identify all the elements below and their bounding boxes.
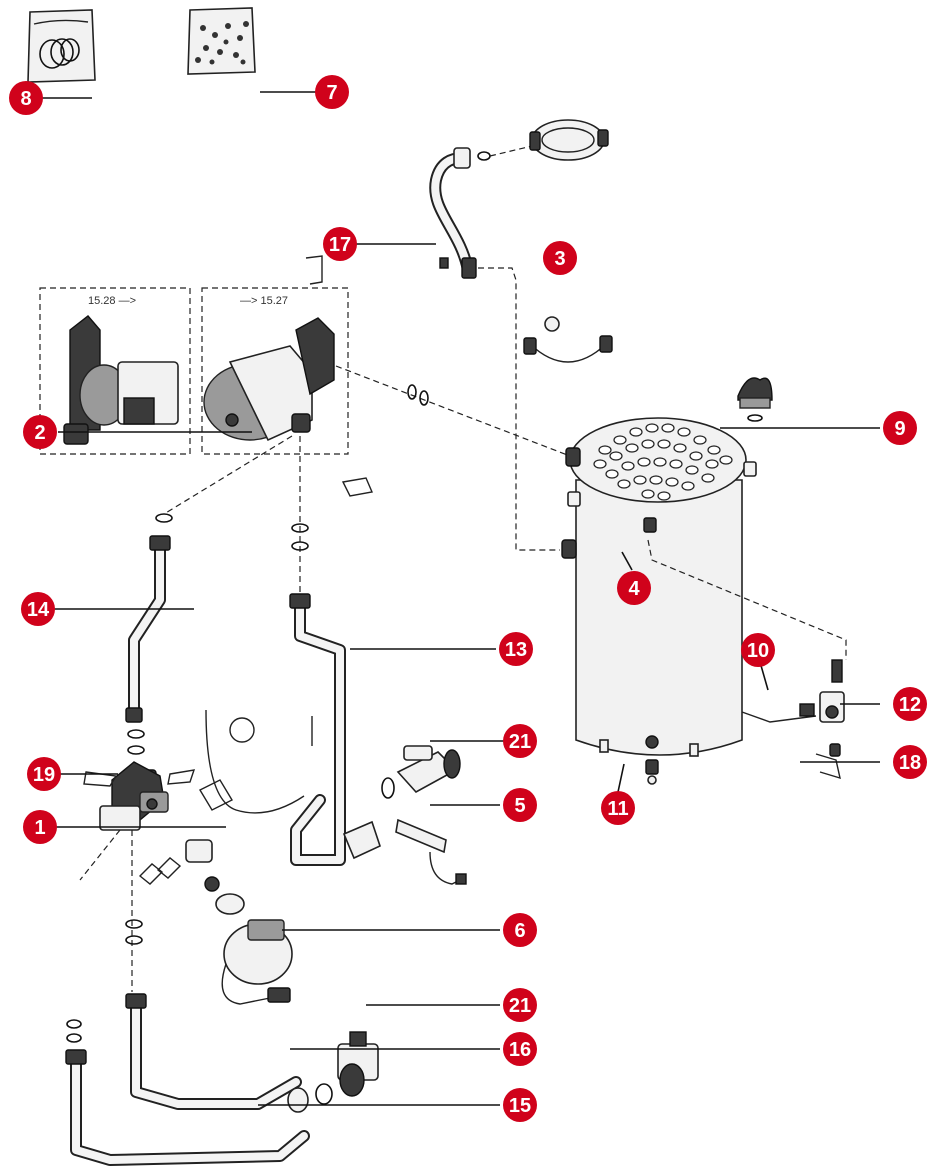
drain-valve xyxy=(645,759,659,785)
callout-label: 9 xyxy=(894,418,905,440)
callout-label: 3 xyxy=(554,248,565,270)
callout-label: 14 xyxy=(27,599,50,621)
callout-circle xyxy=(601,791,635,825)
callout-label: 2 xyxy=(34,422,45,444)
callout-c5: 5 xyxy=(503,788,537,822)
callout-label: 5 xyxy=(514,795,525,817)
callout-label: 19 xyxy=(33,764,55,786)
connection-pipe xyxy=(429,147,491,279)
callout-label: 16 xyxy=(509,1039,531,1061)
callout-c21a: 21 xyxy=(503,724,537,758)
callout-circle xyxy=(893,745,927,779)
safety-valve xyxy=(741,659,845,723)
callout-circle xyxy=(503,788,537,822)
callout-label: 6 xyxy=(514,920,525,942)
callout-c21b: 21 xyxy=(503,988,537,1022)
callout-c18: 18 xyxy=(893,745,927,779)
callout-circle xyxy=(503,1032,537,1066)
callout-label: 21 xyxy=(509,731,531,753)
flue-clamp-ring xyxy=(529,119,609,161)
callout-c8: 8 xyxy=(9,81,43,115)
retaining-clip xyxy=(305,255,323,285)
air-vent-cap xyxy=(737,377,773,422)
callout-label: 11 xyxy=(607,798,628,820)
callout-circle xyxy=(503,724,537,758)
callout-c6: 6 xyxy=(503,913,537,947)
temperature-sensor xyxy=(395,818,467,885)
callout-circle xyxy=(741,633,775,667)
hot-water-cylinder xyxy=(561,417,757,757)
pump-variant-box-left xyxy=(39,287,191,455)
bracket xyxy=(815,743,841,780)
motor-actuator xyxy=(185,839,293,1005)
callout-circle xyxy=(883,411,917,445)
callout-c17: 17 xyxy=(323,227,357,261)
flow-sensor xyxy=(337,1031,379,1097)
callout-label: 15 xyxy=(509,1095,531,1117)
pump-variant-box-right xyxy=(201,287,349,455)
flow-pipe xyxy=(125,535,171,723)
callout-c2: 2 xyxy=(23,415,57,449)
ref-right: —> 15.27 xyxy=(240,295,288,307)
callout-label: 12 xyxy=(899,694,921,716)
seal-kit-bag xyxy=(27,9,96,83)
callout-circle xyxy=(21,592,55,626)
callout-label: 10 xyxy=(747,640,769,662)
callout-c11: 11 xyxy=(601,791,635,825)
circulation-pump-alt xyxy=(63,315,179,445)
callout-label: 21 xyxy=(509,995,531,1017)
callout-circle xyxy=(23,415,57,449)
mounting-strap xyxy=(523,316,613,363)
callout-circle xyxy=(543,241,577,275)
callout-label: 13 xyxy=(505,639,527,661)
diverter-valve-assembly xyxy=(83,761,196,831)
callout-c3: 3 xyxy=(543,241,577,275)
callout-label: 4 xyxy=(628,578,640,600)
callout-c19: 19 xyxy=(27,757,61,791)
callout-c13: 13 xyxy=(499,632,533,666)
ref-left: 15.28 —> xyxy=(88,295,136,307)
callout-circle xyxy=(893,687,927,721)
callout-circle xyxy=(503,988,537,1022)
return-pipe xyxy=(289,593,346,866)
callout-circle xyxy=(499,632,533,666)
callout-c16: 16 xyxy=(503,1032,537,1066)
filter-housing-upper xyxy=(396,745,461,794)
callout-c1: 1 xyxy=(23,810,57,844)
callout-circle xyxy=(503,913,537,947)
callout-label: 18 xyxy=(899,752,921,774)
lower-pipe-15 xyxy=(125,993,302,1110)
callout-circle xyxy=(23,810,57,844)
callout-circle xyxy=(503,1088,537,1122)
leader-lines xyxy=(38,91,880,1106)
callout-label: 1 xyxy=(34,817,45,839)
callout-label: 8 xyxy=(20,88,31,110)
screw-kit-bag xyxy=(187,7,256,75)
lower-pipe xyxy=(65,1049,310,1166)
callout-c12: 12 xyxy=(893,687,927,721)
callout-circle xyxy=(323,227,357,261)
callout-circle xyxy=(9,81,43,115)
callout-c14: 14 xyxy=(21,592,55,626)
callout-circle xyxy=(617,571,651,605)
circulation-pump xyxy=(203,317,335,442)
callout-c9: 9 xyxy=(883,411,917,445)
callout-circle xyxy=(27,757,61,791)
callout-c15: 15 xyxy=(503,1088,537,1122)
callout-c10: 10 xyxy=(741,633,775,667)
callout-c4: 4 xyxy=(617,571,651,605)
callout-circle xyxy=(315,75,349,109)
callout-c7: 7 xyxy=(315,75,349,109)
callout-label: 7 xyxy=(326,82,337,104)
callout-label: 17 xyxy=(329,234,351,256)
retaining-clip-lower xyxy=(341,477,373,497)
